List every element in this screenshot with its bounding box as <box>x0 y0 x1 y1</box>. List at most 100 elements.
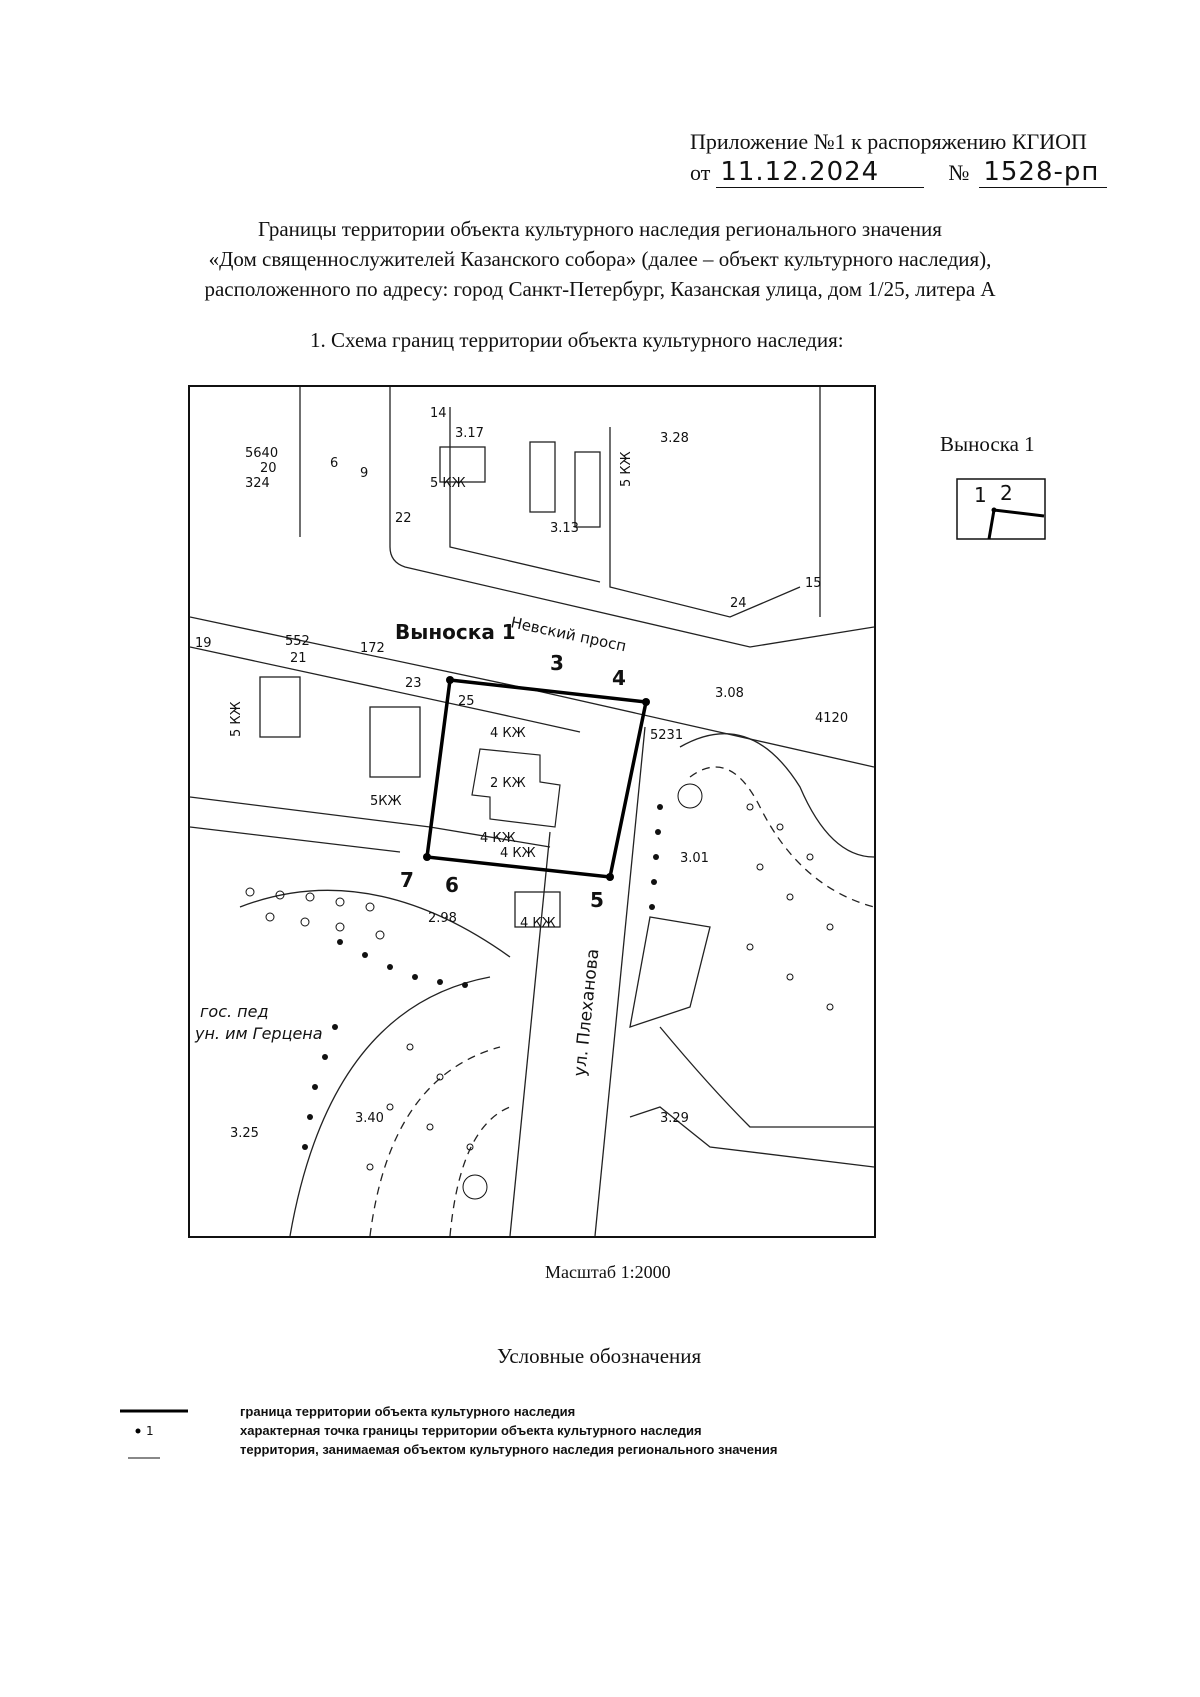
park-path <box>239 889 511 958</box>
number-label: № <box>948 160 970 185</box>
boundary-point <box>606 873 614 881</box>
legend-text: территория, занимаемая объектом культурн… <box>240 1442 778 1457</box>
building-outline <box>259 676 301 738</box>
block-outline <box>609 427 801 618</box>
boundary-point <box>423 853 431 861</box>
legend-item-territory: территория, занимаемая объектом культурн… <box>120 1442 1120 1462</box>
heritage-boundary <box>425 678 649 879</box>
house-number: 25 <box>458 694 475 709</box>
map-scale: Масштаб 1:2000 <box>545 1262 671 1282</box>
boundary-point <box>642 698 650 706</box>
park-path <box>679 733 875 858</box>
legend-point-number: 1 <box>146 1424 154 1438</box>
title-line-2: «Дом священнослужителей Казанского собор… <box>208 247 992 271</box>
order-date: 11.12.2024 <box>716 157 925 188</box>
building-outline <box>574 451 601 528</box>
legend-title: Условные обозначения <box>497 1344 702 1368</box>
elevation-label: 3.13 <box>550 521 579 536</box>
block-outline <box>629 1106 875 1168</box>
building-label: 5 КЖ <box>430 476 466 491</box>
house-number: 21 <box>290 651 307 666</box>
house-number: 6 <box>330 456 338 471</box>
heritage-building-footprint <box>471 748 561 828</box>
street-label-plekhanova: ул. Плеханова <box>570 948 603 1078</box>
boundary-line-symbol <box>120 1404 190 1424</box>
legend-item-point: 1 характерная точка границы территории о… <box>120 1423 1120 1443</box>
order-number: 1528-рп <box>979 157 1108 188</box>
building-outline <box>629 916 711 1028</box>
legend-item-boundary: граница территории объекта культурного н… <box>120 1404 1120 1424</box>
document-title: Границы территории объекта культурного н… <box>100 214 1100 304</box>
street-edge <box>509 831 551 1237</box>
park-path <box>369 1046 501 1237</box>
building-outline <box>369 706 421 778</box>
building-label: 4 КЖ <box>500 846 536 861</box>
monument-symbol <box>462 1174 488 1200</box>
building-label: 4 КЖ <box>490 726 526 741</box>
elevation-label: 2.98 <box>428 911 457 926</box>
boundary-point-symbol: 1 <box>120 1423 190 1443</box>
building-outline <box>439 446 486 483</box>
map-code: 5231 <box>650 728 683 743</box>
section-heading: 1. Схема границ территории объекта культ… <box>310 328 844 352</box>
map-code: 552 <box>285 634 310 649</box>
callout-diagram: 1 2 <box>956 478 1046 540</box>
elevation-label: 3.25 <box>230 1126 259 1141</box>
street-edge <box>189 826 401 853</box>
elevation-label: 3.29 <box>660 1111 689 1126</box>
building-label: 4 КЖ <box>480 831 516 846</box>
callout-label: Выноска 1 <box>395 620 516 644</box>
block-outline <box>449 407 601 583</box>
building-label: 5 КЖ <box>619 451 634 487</box>
street-edge <box>189 646 581 733</box>
map-drawing: Выноска 1 Невский просп ул. Плеханова го… <box>189 387 875 1237</box>
map-code: 5640 <box>245 446 278 461</box>
point-label-4: 4 <box>612 666 626 690</box>
building-label: 4 КЖ <box>520 916 556 931</box>
legend-text: характерная точка границы территории объ… <box>240 1423 702 1438</box>
title-line-3: расположенного по адресу: город Санкт-Пе… <box>204 277 996 301</box>
building-outline <box>514 891 561 928</box>
map-code: 324 <box>245 476 270 491</box>
appendix-line: Приложение №1 к распоряжению КГИОП <box>690 129 1087 154</box>
park-path <box>449 1106 511 1237</box>
house-number: 14 <box>430 406 447 421</box>
order-date-number-line: от 11.12.2024 № 1528-рп <box>690 157 1150 188</box>
callout-title: Выноска 1 <box>940 432 1035 456</box>
point-label-7: 7 <box>400 868 414 892</box>
house-number: 15 <box>805 576 822 591</box>
building-label: 2 КЖ <box>490 776 526 791</box>
park-label-2: ун. им Герцена <box>194 1024 323 1043</box>
document-header: Приложение №1 к распоряжению КГИОП от 11… <box>690 127 1150 188</box>
house-number: 24 <box>730 596 747 611</box>
street-label-nevsky: Невский просп <box>509 613 628 655</box>
callout-point-1: 1 <box>974 483 987 507</box>
building-outline <box>529 441 556 513</box>
boundary-point <box>446 676 454 684</box>
house-number: 19 <box>195 636 212 651</box>
house-number: 9 <box>360 466 368 481</box>
elevation-label: 3.08 <box>715 686 744 701</box>
from-label: от <box>690 160 711 185</box>
callout-point-2: 2 <box>1000 481 1013 505</box>
point-label-3: 3 <box>550 651 564 675</box>
map-code: 4120 <box>815 711 848 726</box>
point-label-6: 6 <box>445 873 459 897</box>
boundary-map: Выноска 1 Невский просп ул. Плеханова го… <box>188 385 876 1238</box>
territory-line-symbol <box>120 1442 190 1462</box>
park-label-1: гос. пед <box>200 1002 269 1021</box>
park-path <box>289 976 491 1237</box>
street-edge <box>594 726 646 1237</box>
building-label: 5КЖ <box>370 794 402 809</box>
title-line-1: Границы территории объекта культурного н… <box>258 217 942 241</box>
house-number: 20 <box>260 461 277 476</box>
legend-text: граница территории объекта культурного н… <box>240 1404 576 1419</box>
building-label: 5 КЖ <box>229 701 244 737</box>
colonnade-curve <box>659 1026 874 1128</box>
house-number: 22 <box>395 511 412 526</box>
monument-symbol <box>677 783 703 809</box>
elevation-label: 3.28 <box>660 431 689 446</box>
block-outline <box>389 387 875 648</box>
elevation-label: 3.01 <box>680 851 709 866</box>
park-path <box>689 766 875 908</box>
